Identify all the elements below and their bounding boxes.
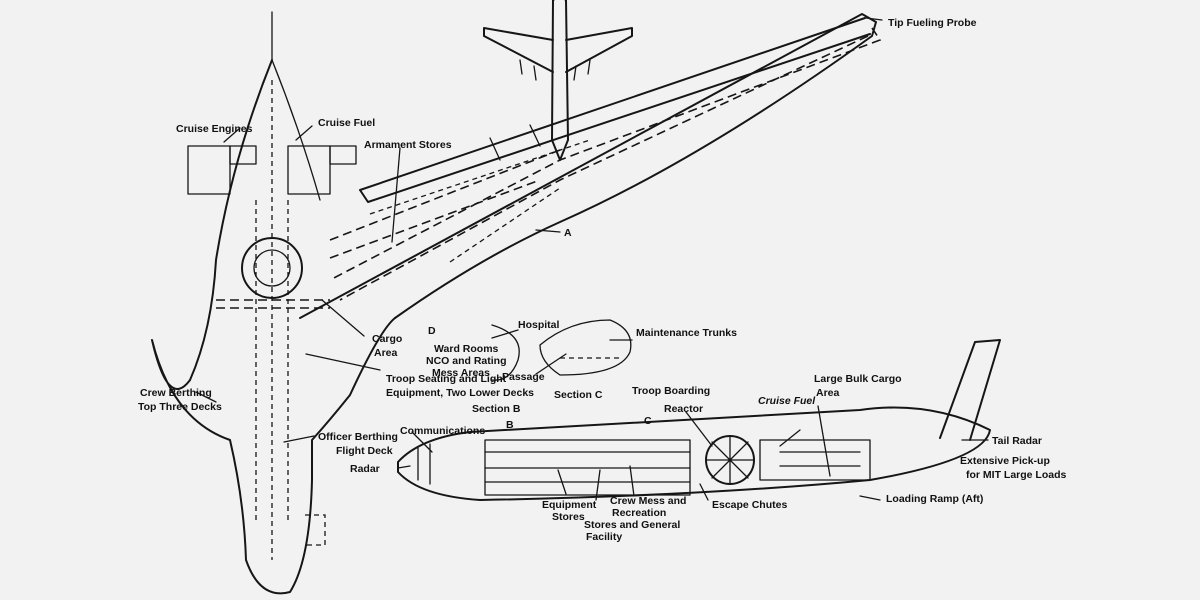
top-view-fuselage bbox=[151, 11, 396, 595]
label-hospital: Hospital bbox=[518, 319, 560, 331]
label-pickup-1: Extensive Pick-up bbox=[960, 455, 1050, 467]
label-ward-rooms: Ward Rooms bbox=[434, 343, 499, 355]
label-section-b: Section B bbox=[472, 403, 521, 415]
label-crew-berthing-1: Crew Berthing bbox=[140, 387, 212, 399]
label-officer-berthing: Officer Berthing bbox=[318, 431, 398, 443]
label-nco-rating: NCO and Rating bbox=[426, 355, 507, 367]
label-crew-mess-2: Recreation bbox=[612, 507, 666, 519]
label-crew-mess-1: Crew Mess and bbox=[610, 495, 686, 507]
label-passage: Passage bbox=[502, 371, 545, 383]
label-cargo-area-2: Area bbox=[374, 347, 398, 359]
label-maintenance-trunks: Maintenance Trunks bbox=[636, 327, 737, 339]
top-view-wing bbox=[299, 13, 882, 319]
label-section-d: D bbox=[428, 325, 436, 337]
label-armament-stores: Armament Stores bbox=[364, 139, 452, 151]
section-cuts bbox=[491, 319, 632, 381]
label-troop-boarding: Troop Boarding bbox=[632, 385, 710, 397]
label-tail-radar: Tail Radar bbox=[992, 435, 1042, 447]
label-stores-general-1: Stores and General bbox=[584, 519, 680, 531]
label-section-a: A bbox=[564, 227, 572, 239]
label-stores-general-2: Facility bbox=[586, 531, 622, 543]
label-section-b-mark: B bbox=[506, 419, 514, 431]
label-mess-areas: Mess Areas bbox=[432, 367, 490, 379]
label-loading-ramp: Loading Ramp (Aft) bbox=[886, 493, 983, 505]
label-flight-deck: Flight Deck bbox=[336, 445, 393, 457]
callout-labels: Tip Fueling Probe Cruise Engines Cruise … bbox=[138, 17, 1067, 543]
label-escape-chutes: Escape Chutes bbox=[712, 499, 787, 511]
label-communications: Communications bbox=[400, 425, 485, 437]
label-tip-fueling-probe: Tip Fueling Probe bbox=[888, 17, 977, 29]
label-equipment-stores-2: Stores bbox=[552, 511, 585, 523]
label-cruise-fuel-top: Cruise Fuel bbox=[318, 117, 375, 129]
label-cruise-fuel-side: Cruise Fuel bbox=[758, 395, 816, 407]
label-cruise-engines: Cruise Engines bbox=[176, 123, 253, 135]
label-troop-seating-2: Equipment, Two Lower Decks bbox=[386, 387, 534, 399]
leader-lines bbox=[195, 17, 989, 501]
label-section-c: Section C bbox=[554, 389, 603, 401]
label-reactor: Reactor bbox=[664, 403, 703, 415]
side-view-fuselage bbox=[397, 339, 1001, 501]
label-crew-berthing-2: Top Three Decks bbox=[138, 401, 222, 413]
label-section-c-mark: C bbox=[644, 415, 652, 427]
label-bulk-cargo-1: Large Bulk Cargo bbox=[814, 373, 902, 385]
label-troop-seating-1: Troop Seating and Light bbox=[386, 373, 507, 385]
transport-silhouette bbox=[483, 0, 633, 161]
label-bulk-cargo-2: Area bbox=[816, 387, 840, 399]
label-pickup-2: for MIT Large Loads bbox=[966, 469, 1067, 481]
label-radar: Radar bbox=[350, 463, 380, 475]
label-cargo-area-1: Cargo bbox=[372, 333, 402, 345]
label-equipment-stores-1: Equipment bbox=[542, 499, 597, 511]
